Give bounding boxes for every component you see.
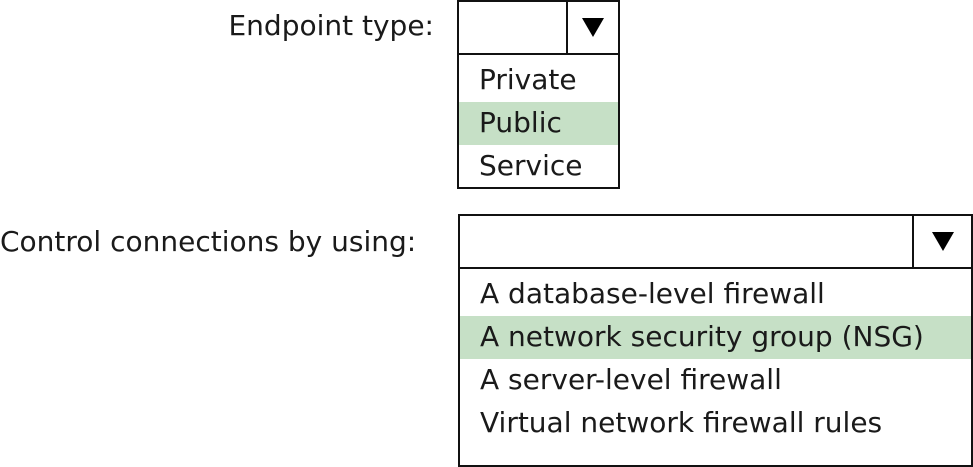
control-option-database-firewall[interactable]: A database-level firewall xyxy=(480,277,825,310)
control-connections-select[interactable] xyxy=(460,216,971,269)
endpoint-option-private[interactable]: Private xyxy=(479,63,577,96)
endpoint-type-options: Private Public Service xyxy=(459,55,618,188)
control-connections-dropdown[interactable]: A database-level firewall A network secu… xyxy=(458,214,973,467)
control-option-server-firewall[interactable]: A server-level firewall xyxy=(480,363,782,396)
triangle-down-icon xyxy=(582,18,604,37)
endpoint-type-select[interactable] xyxy=(459,2,618,55)
endpoint-option-service[interactable]: Service xyxy=(479,149,583,182)
control-option-vnet-rules[interactable]: Virtual network firewall rules xyxy=(480,406,883,439)
endpoint-option-public[interactable]: Public xyxy=(459,102,618,145)
endpoint-type-arrow-button[interactable] xyxy=(566,2,618,53)
endpoint-type-label: Endpoint type: xyxy=(228,9,434,42)
control-connections-options: A database-level firewall A network secu… xyxy=(460,269,971,445)
control-connections-label: Control connections by using: xyxy=(0,225,417,258)
control-connections-arrow-button[interactable] xyxy=(912,216,971,267)
triangle-down-icon xyxy=(931,232,954,251)
control-option-nsg[interactable]: A network security group (NSG) xyxy=(460,316,971,359)
endpoint-type-dropdown[interactable]: Private Public Service xyxy=(457,0,620,189)
